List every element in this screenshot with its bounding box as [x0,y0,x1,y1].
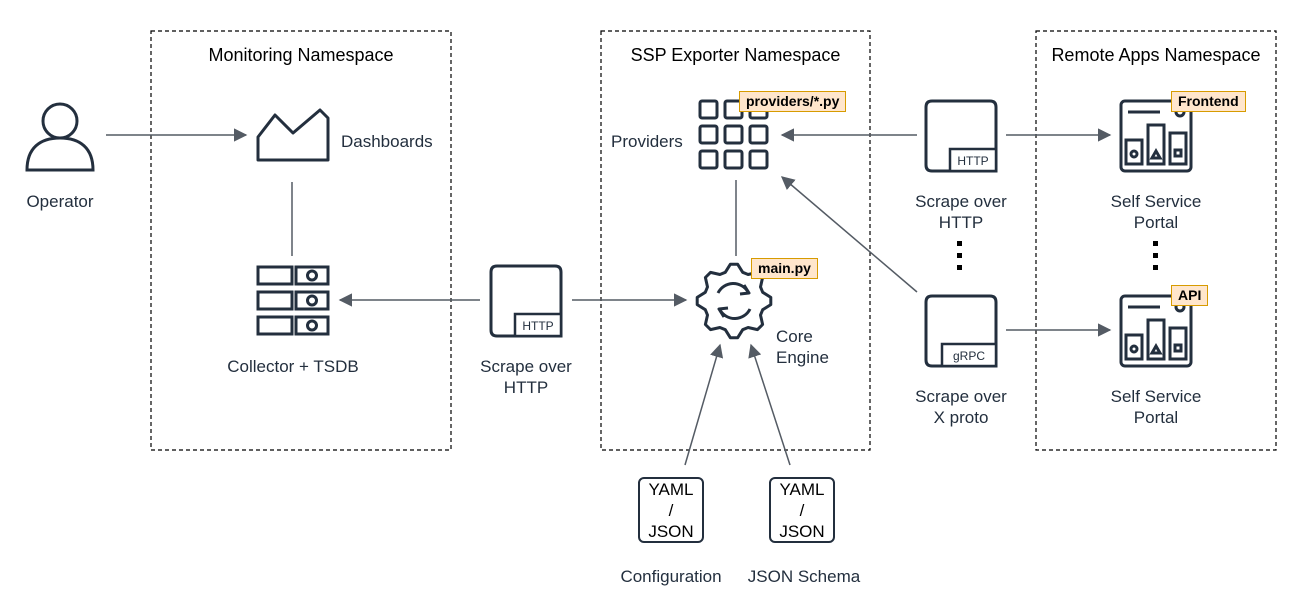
remote-apps-namespace-box [1035,30,1277,451]
scrape-http-right-label-line1: Scrape over [915,192,1007,211]
core-engine-label-line2: Engine [776,348,829,367]
grpc-icon-label: gRPC [953,349,985,363]
grpc-document-icon: gRPC [924,294,998,368]
http-document-icon-right: HTTP [924,99,998,173]
config-doc-line3: JSON [648,521,694,541]
area-chart-icon [256,108,330,162]
api-tag: API [1171,285,1209,306]
ssp-exporter-namespace-box [600,30,871,451]
scrape-http-mid-label-line1: Scrape over [480,357,572,376]
config-to-core-arrow [684,343,724,466]
portal-bottom-label-line2: Portal [1133,408,1179,427]
main-file-tag: main.py [751,258,818,279]
dashboard-app-icon-top [1119,99,1193,173]
config-doc-line1: YAML [648,479,694,499]
gear-cycle-icon [695,262,773,340]
collector-label: Collector + TSDB [227,357,359,376]
configuration-document: YAML / JSON [638,477,704,543]
config-doc-line2: / [668,500,674,520]
core-engine-label-line1: Core [776,327,813,346]
operator-label: Operator [26,192,94,211]
scrape-http-mid-label-line2: HTTP [503,378,549,397]
dashboards-label: Dashboards [341,132,433,151]
scrape-http-right-label-line2: HTTP [938,213,984,232]
schema-document: YAML / JSON [769,477,835,543]
user-icon [25,102,95,172]
monitoring-namespace-box [150,30,452,451]
http-mid-icon-label: HTTP [522,319,553,333]
dashboard-app-icon-bottom [1119,294,1193,368]
portal-bottom-label-line1: Self Service [1110,387,1202,406]
frontend-tag: Frontend [1171,91,1246,112]
configuration-label: Configuration [620,567,722,586]
schema-to-core-arrow [748,343,791,466]
grpc-scrape-to-providers-arrow [780,176,918,293]
portal-top-label-line1: Self Service [1110,192,1202,211]
providers-file-tag: providers/*.py [739,91,847,112]
http-document-icon: HTTP [489,264,563,338]
ssp-exporter-namespace-title: SSP Exporter Namespace [630,45,841,65]
scrape-x-label-line1: Scrape over [915,387,1007,406]
schema-doc-line3: JSON [779,521,825,541]
json-schema-label: JSON Schema [747,567,861,586]
remote-apps-namespace-title: Remote Apps Namespace [1051,45,1261,65]
portal-top-label-line2: Portal [1133,213,1179,232]
schema-doc-line2: / [799,500,805,520]
monitoring-namespace-title: Monitoring Namespace [208,45,394,65]
database-rack-icon [256,265,330,336]
schema-doc-line1: YAML [779,479,825,499]
ellipsis-icon [957,241,1158,270]
http-right-icon-label: HTTP [957,154,988,168]
providers-label: Providers [611,132,683,151]
scrape-x-label-line2: X proto [933,408,989,427]
